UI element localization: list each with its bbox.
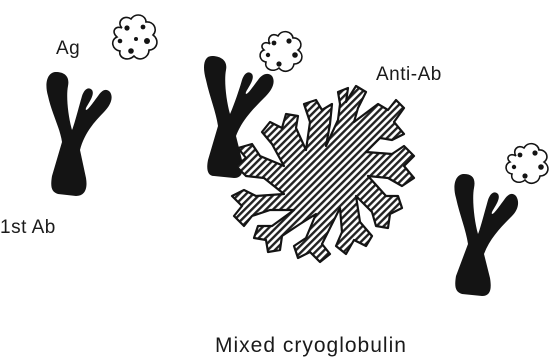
right-antibody-antigen-complex	[454, 144, 547, 296]
anti-antibody-aggregate-shape	[232, 86, 414, 262]
antigen-label: Ag	[56, 38, 80, 59]
right-antibody-shape	[454, 174, 518, 296]
antigen-particle-free	[113, 15, 157, 59]
first-antibody-label: 1st Ab	[0, 217, 56, 238]
anti-antibody-label: Anti-Ab	[376, 64, 442, 85]
mixed-cryoglobulin-label: Mixed cryoglobulin	[215, 334, 407, 357]
first-antibody-shape	[46, 72, 111, 196]
